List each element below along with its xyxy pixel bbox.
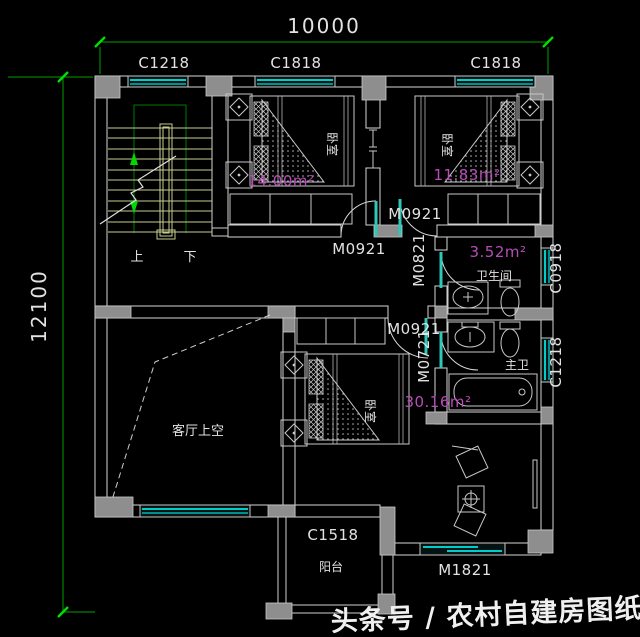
dimension-left-value: 12100 [27,269,51,343]
master-bath-name: 主卫 [505,358,529,372]
stair-arrow-down [130,201,138,214]
bedroom2-name: 卧室 [440,133,455,157]
door-bedroom2 [398,198,438,237]
bedroom1-area: 14.00m² [247,172,314,190]
window-label-c1818-right: C1818 [470,54,521,72]
window-label-c1218-master: C1218 [547,336,565,387]
window-c1518 [139,504,251,518]
stair-break-line [99,155,177,225]
bathroom-name: 卫生间 [476,269,512,283]
master-bath-fixtures [447,321,538,411]
stair-down-label: 下 [183,250,196,265]
window-label-c1218-top: C1218 [138,54,189,72]
bathtub [448,373,538,411]
sliding-door-m1821 [419,542,506,556]
toilet-bowl [500,287,520,317]
bedroom3-bed [280,351,410,447]
door-label-m0921-bed3: M0921 [387,320,441,338]
sink-counter [447,281,489,315]
window-c1818-left [254,75,336,88]
toilet-tank [499,279,521,288]
door-bathroom [439,251,481,291]
door-bedroom3 [387,317,429,359]
staircase [99,104,212,240]
window-label-c1518: C1518 [307,526,358,544]
door-label-m1821: M1821 [438,561,492,579]
window-label-c1818-left: C1818 [270,54,321,72]
side-table [457,485,485,513]
chair [453,503,487,537]
door-bedroom1 [340,200,378,237]
door-label-m0821: M0821 [410,233,428,287]
window-c1218-top [127,75,189,88]
dimension-left: 12100 [8,71,95,618]
toilet-tank [499,321,521,330]
door-label-m0721: M0721 [415,329,433,383]
sitting-area [451,445,538,537]
stair-arrow-up [130,152,138,165]
bedroom2-area: 11.83m² [433,166,500,184]
bedroom3-area: 30.16m² [404,393,471,411]
door-master-bath [439,332,479,371]
bathroom-area: 3.52m² [469,243,526,261]
living-void-name: 客厅上空 [172,423,224,439]
watermark: 头条号 / 农村自建房图纸 [330,592,640,637]
window-c1818-right [454,75,536,88]
bedroom1-name: 卧室 [325,132,340,156]
stair-up-label: 上 [130,250,143,265]
wardrobes [229,193,541,345]
toilet-bowl [500,328,520,358]
window-c1218-master [540,337,554,383]
partition-opening [369,129,377,169]
void-boundary [111,314,271,501]
labels: C1218 C1818 C1818 M0921 M0921 M0921 M082… [130,54,565,579]
dimension-top: 10000 [94,14,554,74]
door-label-m0921-bed1: M0921 [332,240,386,258]
chair [455,445,489,479]
wall-tv [532,459,538,509]
door-label-m0921-bed2: M0921 [388,205,442,223]
window-label-c0918: C0918 [547,242,565,293]
window-c0918 [540,247,554,286]
balcony-name: 阳台 [319,559,343,574]
bathroom-fixtures [447,279,521,317]
sink-basin [452,285,484,309]
wall-columns [94,75,554,620]
bedroom3-name: 卧室 [363,399,378,423]
dimension-top-value: 10000 [287,14,361,38]
